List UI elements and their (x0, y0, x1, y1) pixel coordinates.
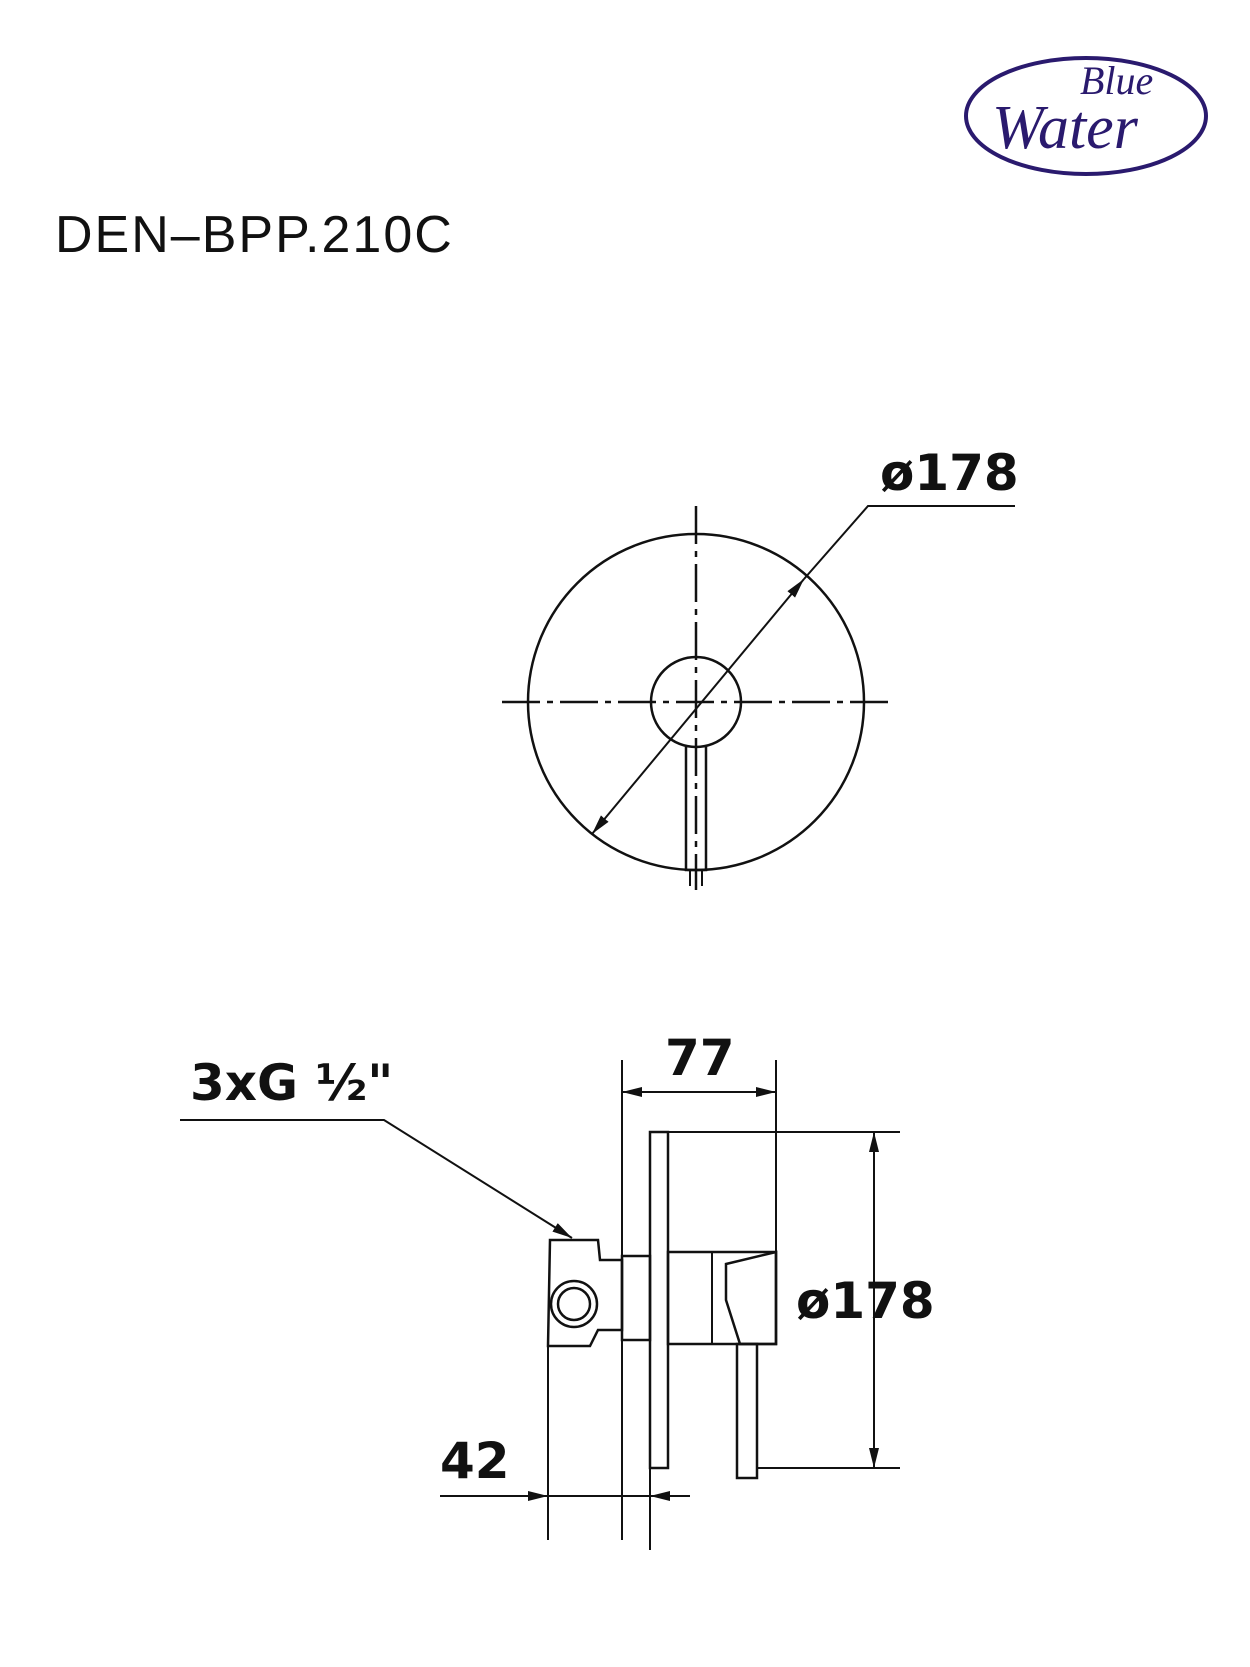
side-wall-plate (648, 1130, 670, 1470)
side-lever-stem (735, 1342, 759, 1480)
depth-label: 77 (665, 1029, 735, 1087)
inlet-leader (180, 1119, 573, 1239)
offset-label: 42 (440, 1432, 510, 1490)
logo-text-blue: Blue (1080, 58, 1153, 103)
front-diameter-label: ø178 (880, 444, 1019, 502)
front-diameter-leader (803, 505, 1015, 580)
side-view: 77 ø178 42 3xG ½" (180, 1029, 935, 1550)
front-view: ø178 (502, 444, 1019, 890)
side-diameter-label: ø178 (796, 1272, 935, 1330)
logo-text-water: Water (992, 94, 1139, 162)
side-valve-body (666, 1250, 778, 1346)
brand-logo: Blue Water (964, 56, 1208, 176)
model-title: DEN–BPP.210C (55, 206, 454, 264)
side-lever (724, 1250, 778, 1346)
side-inlet-circle-outer (549, 1279, 599, 1329)
side-inlet-circle-inner (556, 1286, 592, 1322)
inlet-label: 3xG ½" (190, 1054, 393, 1112)
side-mounting-box (620, 1254, 652, 1342)
front-diameter-arrow (591, 578, 805, 835)
